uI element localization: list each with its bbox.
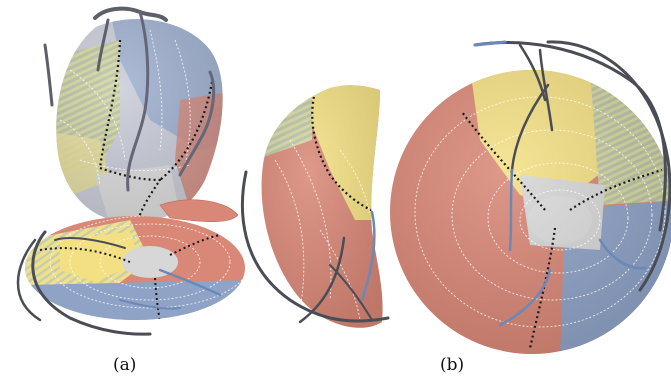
bullseye-disk-a xyxy=(20,210,250,330)
panel-b-bullseye-map xyxy=(388,42,671,360)
disk-flap-a xyxy=(160,200,238,222)
caption-b: (b) xyxy=(440,355,464,375)
panel-a xyxy=(18,9,250,335)
panel-b-half-map xyxy=(242,80,390,340)
caption-a: (a) xyxy=(113,355,136,375)
